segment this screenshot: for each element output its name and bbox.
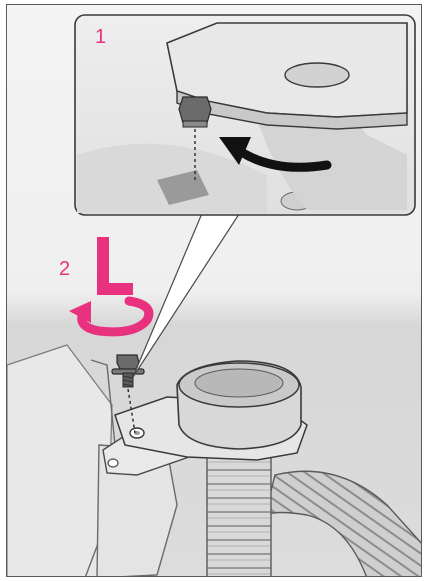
step-label-2: 2 [59,259,70,279]
step-label-1: 1 [95,27,106,47]
suspension-illustration [7,5,422,577]
illustration-frame: 1 2 [6,4,422,577]
detail-inset [75,15,415,215]
